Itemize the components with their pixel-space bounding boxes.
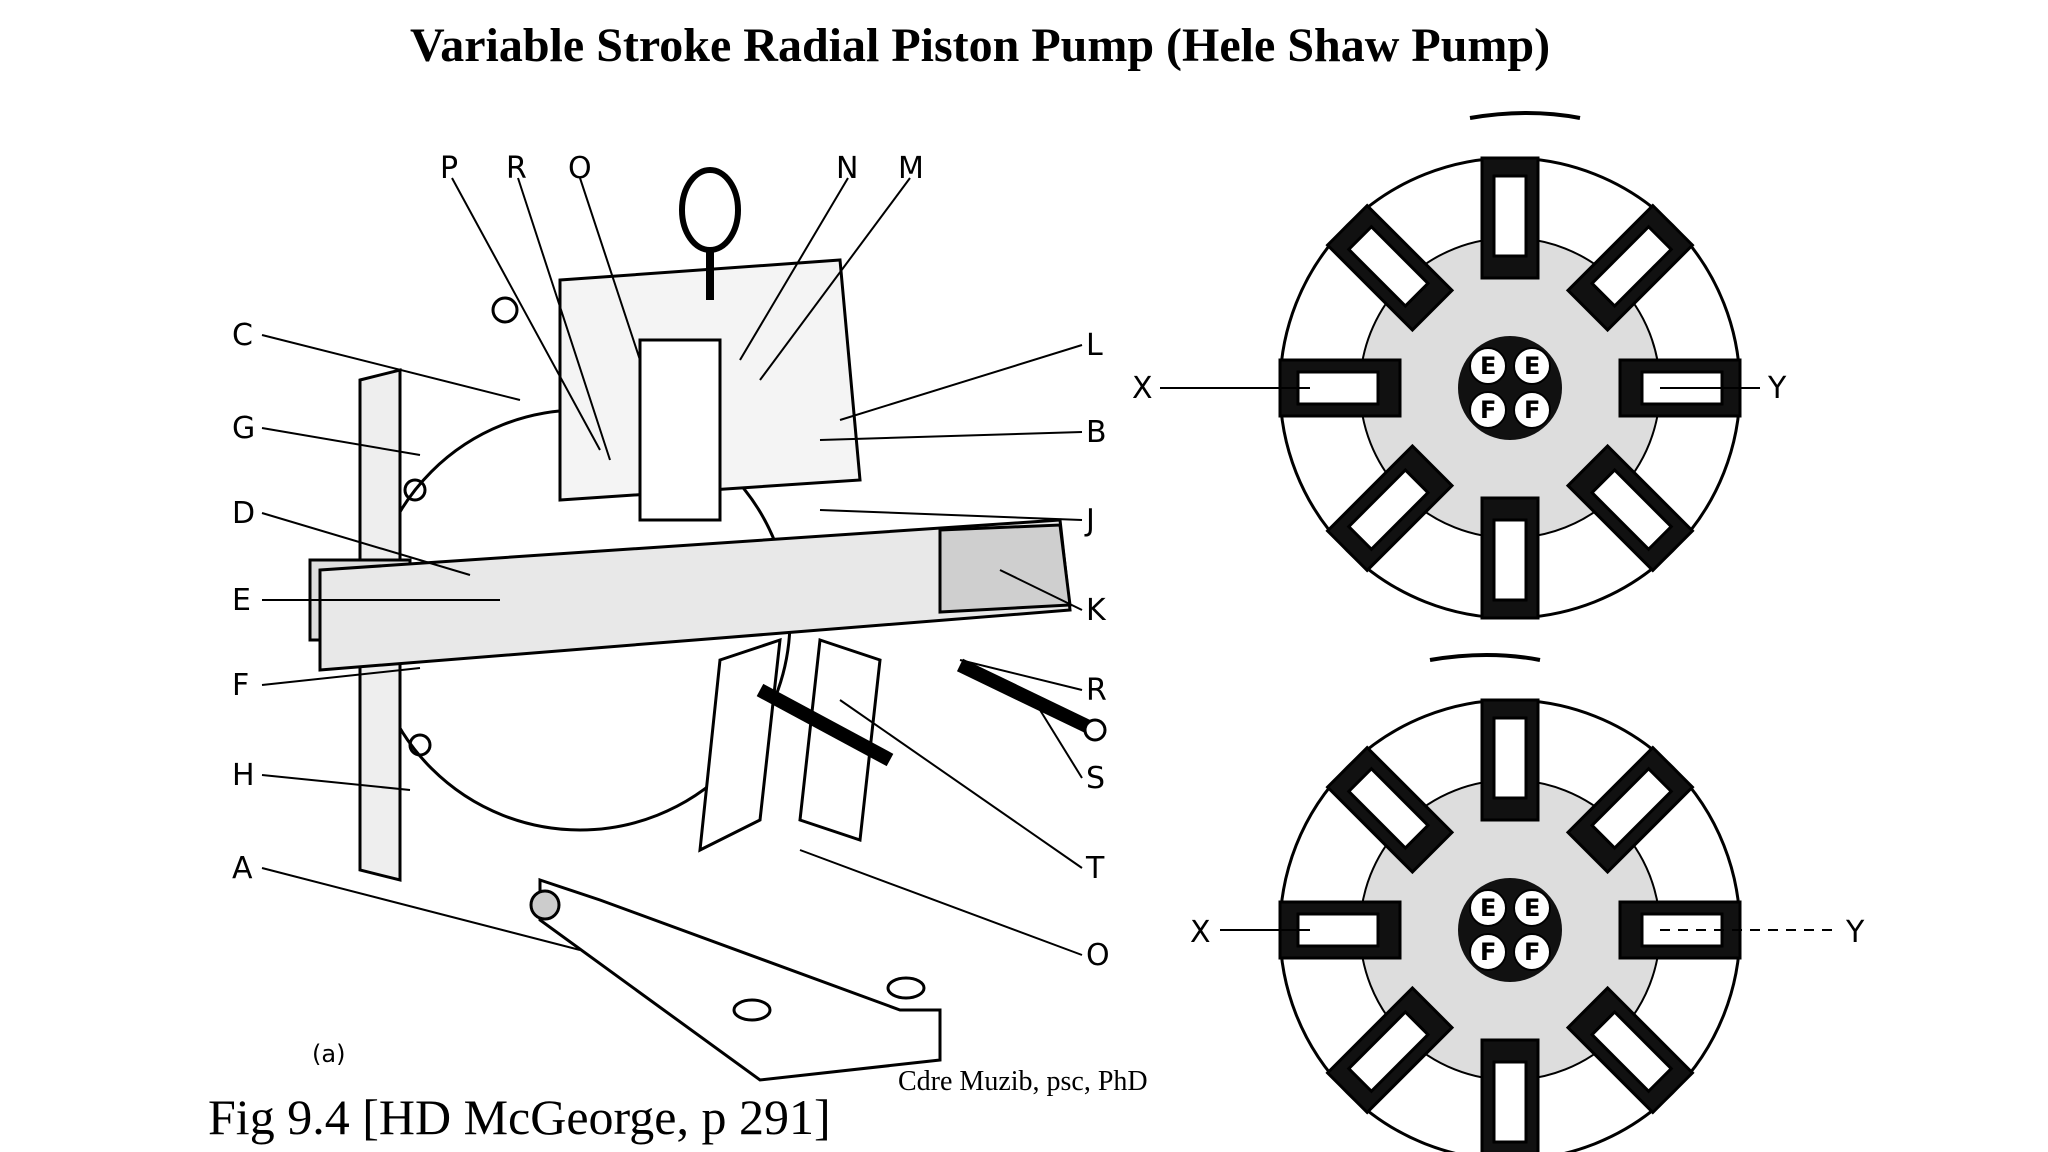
author-credit: Cdre Muzib, psc, PhD — [898, 1066, 1148, 1097]
port-f-4: F — [1524, 938, 1540, 966]
label-o-top: O — [568, 151, 592, 186]
subfigure-label: (a) — [312, 1040, 345, 1068]
label-h: H — [232, 758, 255, 793]
label-j: J — [1084, 503, 1095, 538]
label-r-right: R — [1086, 673, 1107, 708]
x-axis-label-top: X — [1132, 371, 1153, 406]
pump-body — [308, 167, 1107, 1082]
label-b: B — [1086, 415, 1107, 450]
label-l: L — [1086, 328, 1103, 363]
label-p: P — [440, 151, 458, 186]
radial-diagram-bottom: E E F F X Y — [1190, 653, 1865, 1152]
leader-lines — [261, 177, 1083, 956]
port-e-4: E — [1524, 894, 1540, 922]
port-e-3: E — [1480, 894, 1496, 922]
label-r-top: R — [506, 151, 527, 186]
radial-diagram-top: E E F F X Y — [1132, 111, 1787, 620]
label-m: M — [898, 151, 924, 186]
port-f-2: F — [1524, 396, 1540, 424]
page-title: Variable Stroke Radial Piston Pump (Hele… — [409, 19, 1551, 72]
label-n: N — [836, 151, 858, 186]
label-s: S — [1086, 761, 1105, 796]
label-t: T — [1085, 851, 1105, 886]
port-e-1: E — [1480, 352, 1496, 380]
label-k: K — [1086, 593, 1107, 628]
figure-caption: Fig 9.4 [HD McGeorge, p 291] — [208, 1089, 831, 1145]
part-labels: P R O N M C G D E F H A L B J K R S T O … — [232, 151, 1110, 1068]
y-axis-label-top: Y — [1767, 371, 1787, 406]
label-f: F — [232, 668, 249, 703]
y-axis-label-bottom: Y — [1845, 915, 1865, 950]
label-d: D — [232, 496, 255, 531]
x-axis-label-bottom: X — [1190, 915, 1211, 950]
label-a: A — [232, 851, 253, 886]
label-e: E — [232, 583, 251, 618]
port-f-3: F — [1480, 938, 1496, 966]
label-g: G — [232, 411, 255, 446]
port-f-1: F — [1480, 396, 1496, 424]
label-c: C — [232, 318, 253, 353]
port-e-2: E — [1524, 352, 1540, 380]
label-o-right: O — [1086, 938, 1110, 973]
